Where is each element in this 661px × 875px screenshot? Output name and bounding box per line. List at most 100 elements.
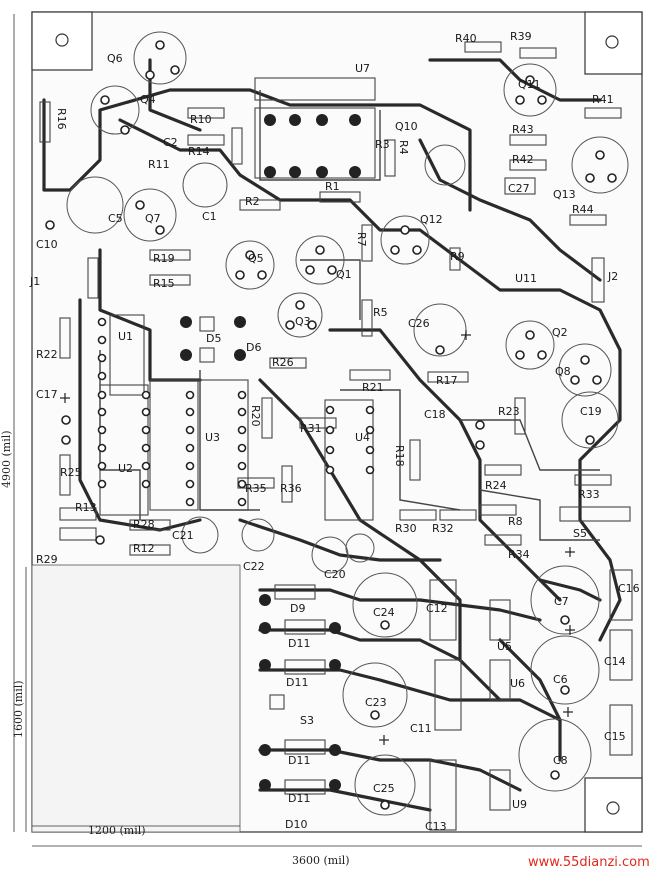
dimension-width-sub: 1200 (mil) bbox=[88, 824, 146, 837]
label-j2: J2 bbox=[607, 270, 618, 283]
label-r29: R29 bbox=[36, 553, 58, 566]
label-c27: C27 bbox=[508, 182, 530, 195]
label-c6: C6 bbox=[553, 673, 568, 686]
mounting-holes bbox=[31, 11, 643, 833]
label-r7: R7 bbox=[355, 232, 368, 247]
label-r43: R43 bbox=[512, 123, 534, 136]
label-c10: C10 bbox=[36, 238, 58, 251]
label-c2: C2 bbox=[163, 136, 178, 149]
label-c16: C16 bbox=[618, 582, 640, 595]
label-r20: R20 bbox=[249, 405, 262, 427]
label-c1: C1 bbox=[202, 210, 217, 223]
label-c7: C7 bbox=[554, 595, 569, 608]
label-u1: U1 bbox=[118, 330, 133, 343]
label-r9: R9 bbox=[450, 250, 465, 263]
label-c17: C17 bbox=[36, 388, 58, 401]
label-c8: C8 bbox=[553, 754, 568, 767]
label-q5: Q5 bbox=[248, 252, 264, 265]
label-r18: R18 bbox=[393, 445, 406, 467]
label-s5: S5 bbox=[573, 527, 587, 540]
label-r21: R21 bbox=[362, 381, 384, 394]
label-c18: C18 bbox=[424, 408, 446, 421]
label-q11: Q11 bbox=[518, 78, 541, 91]
label-r31: R31 bbox=[300, 422, 322, 435]
label-d11c: D11 bbox=[288, 754, 310, 767]
label-r8: R8 bbox=[508, 515, 523, 528]
label-r16: R16 bbox=[55, 108, 68, 130]
label-c15: C15 bbox=[604, 730, 626, 743]
label-r40: R40 bbox=[455, 32, 477, 45]
dimension-height-total: 4900 (mil) bbox=[0, 430, 13, 488]
label-u6: U6 bbox=[510, 677, 525, 690]
label-d6: D6 bbox=[246, 341, 261, 354]
label-c5: C5 bbox=[108, 212, 123, 225]
label-c13: C13 bbox=[425, 820, 447, 833]
label-r33: R33 bbox=[578, 488, 600, 501]
label-c12: C12 bbox=[426, 602, 448, 615]
label-u11: U11 bbox=[515, 272, 537, 285]
label-u9: U9 bbox=[512, 798, 527, 811]
label-u4: U4 bbox=[355, 431, 370, 444]
label-q8: Q8 bbox=[555, 365, 571, 378]
label-r2: R2 bbox=[245, 195, 260, 208]
dimension-height-sub: 1600 (mil) bbox=[12, 680, 25, 738]
label-r41: R41 bbox=[592, 93, 614, 106]
label-d10: D10 bbox=[285, 818, 307, 831]
label-r39: R39 bbox=[510, 30, 532, 43]
label-u3: U3 bbox=[205, 431, 220, 444]
label-r24: R24 bbox=[485, 479, 507, 492]
label-d11d: D11 bbox=[288, 792, 310, 805]
label-q10: Q10 bbox=[395, 120, 418, 133]
sub-region bbox=[31, 564, 241, 833]
label-q12: Q12 bbox=[420, 213, 443, 226]
label-d5: D5 bbox=[206, 332, 221, 345]
label-r10: R10 bbox=[190, 113, 212, 126]
label-r5: R5 bbox=[373, 306, 388, 319]
label-u5: U5 bbox=[497, 640, 512, 653]
label-d9: D9 bbox=[290, 602, 305, 615]
label-s3: S3 bbox=[300, 714, 314, 727]
label-r17: R17 bbox=[436, 374, 458, 387]
label-u2: U2 bbox=[118, 462, 133, 475]
label-d11b: D11 bbox=[286, 676, 308, 689]
label-r25: R25 bbox=[60, 466, 82, 479]
label-q3: Q3 bbox=[295, 315, 311, 328]
via-pads bbox=[45, 40, 617, 810]
label-c19: C19 bbox=[580, 405, 602, 418]
label-r28: R28 bbox=[133, 518, 155, 531]
label-r34: R34 bbox=[508, 548, 530, 561]
dimension-lines bbox=[13, 14, 642, 847]
label-q7: Q7 bbox=[145, 212, 161, 225]
label-c21: C21 bbox=[172, 529, 194, 542]
component-labels: Q6 Q4 R16 R10 C2 R14 R11 U7 Q10 R40 R39 … bbox=[29, 30, 640, 833]
label-j1: J1 bbox=[29, 275, 40, 288]
label-q4: Q4 bbox=[140, 93, 156, 106]
label-r15: R15 bbox=[153, 277, 175, 290]
label-r4: R4 bbox=[397, 140, 410, 155]
label-r22: R22 bbox=[36, 348, 58, 361]
label-c11: C11 bbox=[410, 722, 432, 735]
label-r1: R1 bbox=[325, 180, 340, 193]
label-d11a: D11 bbox=[288, 637, 310, 650]
label-r35: R35 bbox=[245, 482, 267, 495]
label-r3: R3 bbox=[375, 138, 390, 151]
label-q13: Q13 bbox=[553, 188, 576, 201]
label-r30: R30 bbox=[395, 522, 417, 535]
label-c14: C14 bbox=[604, 655, 626, 668]
label-r19: R19 bbox=[153, 252, 175, 265]
label-c24: C24 bbox=[373, 606, 395, 619]
solder-pads bbox=[180, 114, 361, 791]
polarity-marks bbox=[60, 330, 575, 745]
label-c20: C20 bbox=[324, 568, 346, 581]
label-c22: C22 bbox=[243, 560, 265, 573]
label-q6: Q6 bbox=[107, 52, 123, 65]
label-r14: R14 bbox=[188, 145, 210, 158]
label-r44: R44 bbox=[572, 203, 594, 216]
label-r36: R36 bbox=[280, 482, 302, 495]
label-r11: R11 bbox=[148, 158, 170, 171]
label-r13: R13 bbox=[75, 501, 97, 514]
label-c25: C25 bbox=[373, 782, 395, 795]
label-r42: R42 bbox=[512, 153, 534, 166]
label-c23: C23 bbox=[365, 696, 387, 709]
